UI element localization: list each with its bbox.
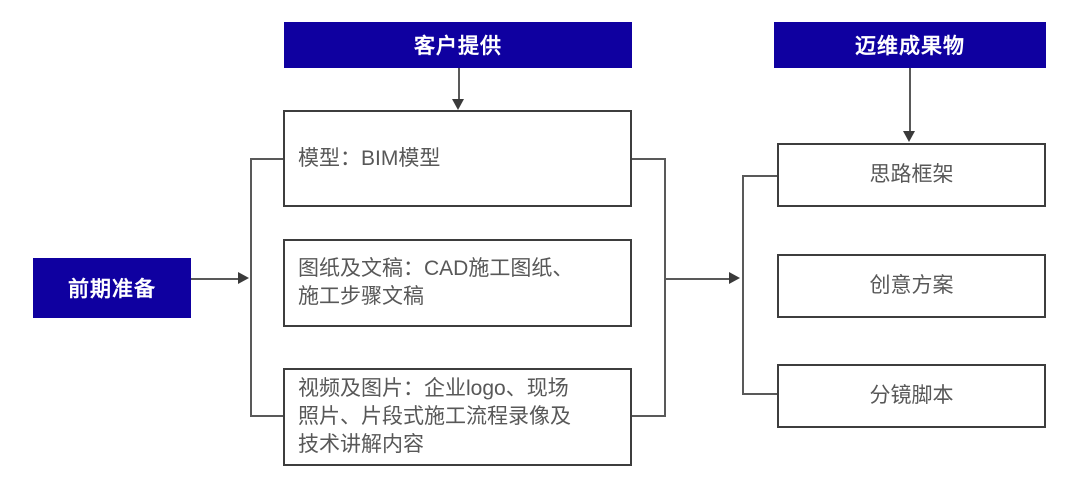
connector-spine-to-framework <box>742 175 778 177</box>
output-box-framework[interactable]: 思路框架 <box>777 143 1046 207</box>
connector-merge-spine <box>664 158 666 416</box>
output-box-creative[interactable]: 创意方案 <box>777 254 1046 318</box>
input-box-model[interactable]: 模型：BIM模型 <box>283 110 632 207</box>
connector-input-spine <box>250 158 252 416</box>
connector-stage-to-inputs <box>191 278 239 280</box>
connector-merge-to-outputs <box>664 278 730 280</box>
output-box-storyboard-text: 分镜脚本 <box>869 384 954 408</box>
connector-spine-to-storyboard <box>742 393 778 395</box>
connector-header-to-model <box>458 68 460 100</box>
output-box-storyboard[interactable]: 分镜脚本 <box>777 364 1046 428</box>
connector-spine-to-media <box>250 415 284 417</box>
input-box-drawings[interactable]: 图纸及文稿：CAD施工图纸、 施工步骤文稿 <box>283 239 632 327</box>
input-box-drawings-text: 图纸及文稿：CAD施工图纸、 施工步骤文稿 <box>298 257 574 308</box>
connector-header-to-framework <box>909 68 911 132</box>
stage-label-text: 前期准备 <box>68 278 156 301</box>
header-client-provides: 客户提供 <box>284 22 632 68</box>
header-client-provides-text: 客户提供 <box>414 35 502 58</box>
input-box-media[interactable]: 视频及图片：企业logo、现场 照片、片段式施工流程录像及 技术讲解内容 <box>283 368 632 466</box>
arrowhead-merge-to-outputs <box>729 272 740 284</box>
output-box-framework-text: 思路框架 <box>869 163 954 187</box>
header-maiwei-deliverables: 迈维成果物 <box>774 22 1046 68</box>
connector-output-spine <box>742 175 744 394</box>
header-maiwei-deliverables-text: 迈维成果物 <box>855 35 965 58</box>
arrowhead-header-to-model <box>452 99 464 110</box>
connector-model-to-merge <box>632 158 666 160</box>
arrowhead-header-to-framework <box>903 131 915 142</box>
arrowhead-stage-to-inputs <box>238 272 249 284</box>
input-box-media-text: 视频及图片：企业logo、现场 照片、片段式施工流程录像及 技术讲解内容 <box>298 377 571 456</box>
stage-label-preparation: 前期准备 <box>33 258 191 318</box>
connector-media-to-merge <box>632 415 666 417</box>
output-box-creative-text: 创意方案 <box>869 274 954 298</box>
input-box-model-text: 模型：BIM模型 <box>298 146 441 170</box>
connector-spine-to-model <box>250 158 284 160</box>
